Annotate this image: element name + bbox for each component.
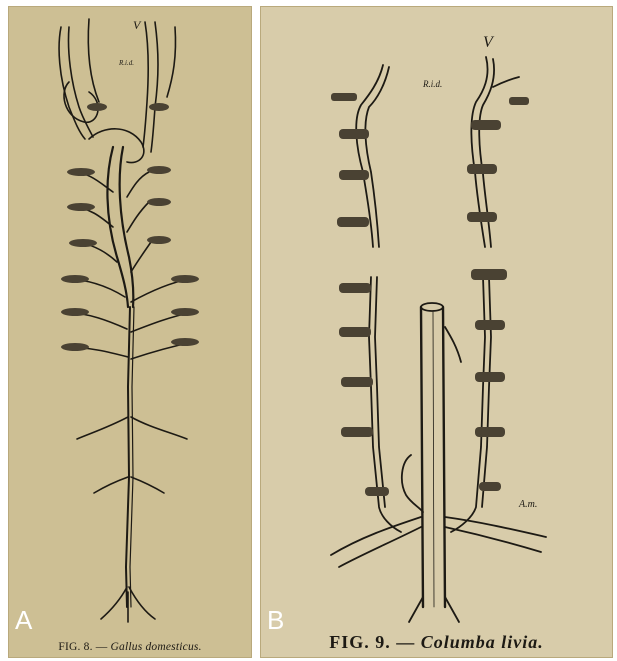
panel-a-gallus: V R.i.d. A FIG. 8. — Gallus domesticus.: [8, 6, 252, 658]
caption-b-fig: FIG. 9. —: [329, 632, 415, 652]
annotation-v: V: [133, 18, 142, 32]
pad-l6: [61, 343, 89, 351]
lower-r1: [131, 417, 187, 439]
pad-r1: [147, 166, 171, 174]
annotation-rid: R.i.d.: [118, 59, 134, 67]
pad-l3: [69, 239, 97, 247]
gallus-vessel-diagram: V R.i.d.: [9, 7, 251, 657]
pad-l0: [331, 93, 357, 101]
pad-l7: [341, 427, 373, 437]
pad-r2: [147, 198, 171, 206]
pad-r7: [475, 427, 505, 437]
pad-l1: [339, 129, 369, 139]
pad-r2: [467, 164, 497, 174]
left-loop: [64, 82, 98, 122]
pad-l5: [61, 308, 89, 316]
aortic-arch: [89, 129, 144, 163]
pad-l4: [339, 283, 371, 293]
pad-l8: [365, 487, 389, 496]
pad-r3: [147, 236, 171, 244]
left-top-vessel-3: [88, 19, 99, 102]
trunk-left-wall: [107, 147, 128, 307]
pad-r6: [171, 338, 199, 346]
caption-a-fig: FIG. 8. —: [58, 641, 107, 653]
trunk-left-wall: [421, 307, 423, 607]
spinal-vessel-inner: [130, 307, 134, 607]
pad-l6: [341, 377, 373, 387]
pad-r5: [475, 320, 505, 330]
annotation-rid: R.i.d.: [422, 79, 442, 89]
pad-r4: [171, 275, 199, 283]
annotation-am: A.m.: [518, 499, 537, 510]
trunk-right-wall: [120, 147, 134, 307]
panel-label-b: B: [267, 607, 284, 633]
foot-l: [409, 597, 423, 622]
pad-l2: [67, 203, 95, 211]
bottom-right-2: [445, 527, 541, 552]
pad-l2: [339, 170, 369, 180]
pad-l3: [337, 217, 369, 227]
caption-b-species: Columba livia.: [421, 632, 544, 652]
columba-vessel-diagram: V R.i.d. A.m.: [261, 7, 612, 657]
tail-r: [129, 587, 155, 619]
annotation-v: V: [483, 34, 495, 51]
lower-l2: [94, 477, 128, 493]
panel-b-columba: V R.i.d. A.m. B FIG. 9. — Columba livia.: [260, 6, 613, 658]
trunk-center-line: [433, 312, 434, 607]
branch-r1: [127, 172, 149, 197]
panel-label-a: A: [15, 607, 32, 633]
pad-r4: [471, 269, 507, 280]
spinal-vessel: [126, 307, 130, 607]
pad-r1: [471, 120, 501, 130]
left-curve: [402, 455, 423, 512]
lower-l1: [77, 417, 128, 439]
right-top-vessel-2: [151, 22, 158, 152]
foot-r: [445, 597, 459, 622]
left-column-inner: [375, 277, 385, 507]
bottom-left-2: [339, 527, 421, 567]
pad-l5: [339, 327, 371, 337]
right-top-side: [493, 77, 519, 87]
trunk-top: [421, 303, 443, 311]
branch-r2: [127, 202, 149, 232]
branch-r3: [131, 242, 151, 272]
pad-top-l: [87, 103, 107, 111]
caption-a-species: Gallus domesticus.: [111, 641, 202, 653]
trunk-side-branch: [445, 327, 461, 362]
hatched-pads: [331, 93, 529, 496]
tail-l: [101, 587, 127, 619]
right-column: [451, 277, 485, 532]
pad-r0: [509, 97, 529, 105]
pad-l1: [67, 168, 95, 176]
trunk-right-wall: [443, 307, 445, 607]
caption-b: FIG. 9. — Columba livia.: [261, 632, 612, 653]
lower-r2: [131, 477, 164, 493]
pad-top-r: [149, 103, 169, 111]
pad-r5: [171, 308, 199, 316]
right-top-vessel-1: [143, 22, 148, 147]
pad-r8: [479, 482, 501, 491]
pad-r3: [467, 212, 497, 222]
right-top-vessel-3: [167, 27, 176, 97]
caption-a: FIG. 8. — Gallus domesticus.: [9, 641, 251, 653]
pad-r6: [475, 372, 505, 382]
pad-l4: [61, 275, 89, 283]
